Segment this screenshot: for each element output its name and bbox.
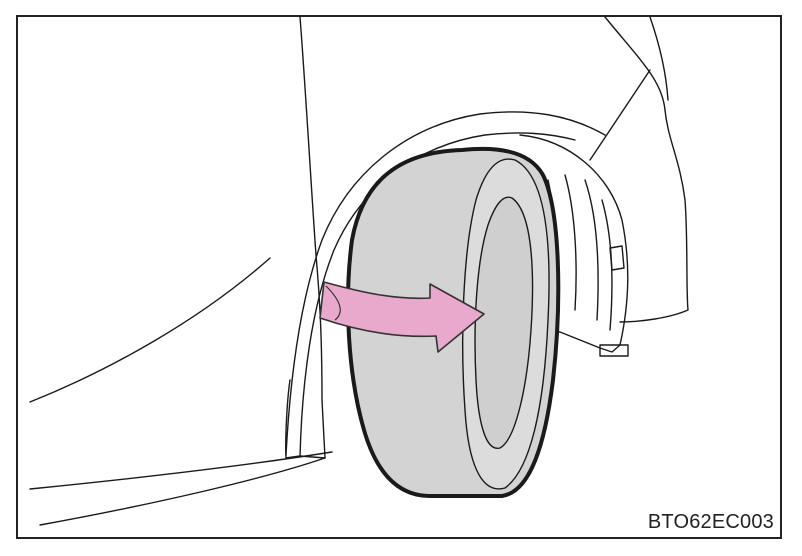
sill-line-lower	[39, 457, 326, 526]
liner-bracket	[609, 245, 625, 271]
car-body-edge	[285, 16, 326, 459]
liner-rib-3	[601, 199, 613, 331]
liner-rib-2	[584, 179, 599, 321]
body-crease-line	[29, 257, 271, 403]
headlight-edge	[589, 69, 651, 161]
arrow-shade	[325, 285, 341, 321]
curved-arrow-icon	[319, 281, 485, 353]
fender-right-edge	[649, 16, 669, 101]
wheel-arch-outer	[285, 111, 606, 456]
bumper-upper	[604, 16, 689, 323]
liner-clip	[599, 344, 629, 357]
liner-rib-1	[564, 174, 577, 311]
liner-outline	[519, 134, 629, 353]
sill-line-upper	[29, 451, 333, 490]
figure-code: BTO62EC003	[647, 511, 774, 533]
tire-rim	[474, 196, 534, 449]
